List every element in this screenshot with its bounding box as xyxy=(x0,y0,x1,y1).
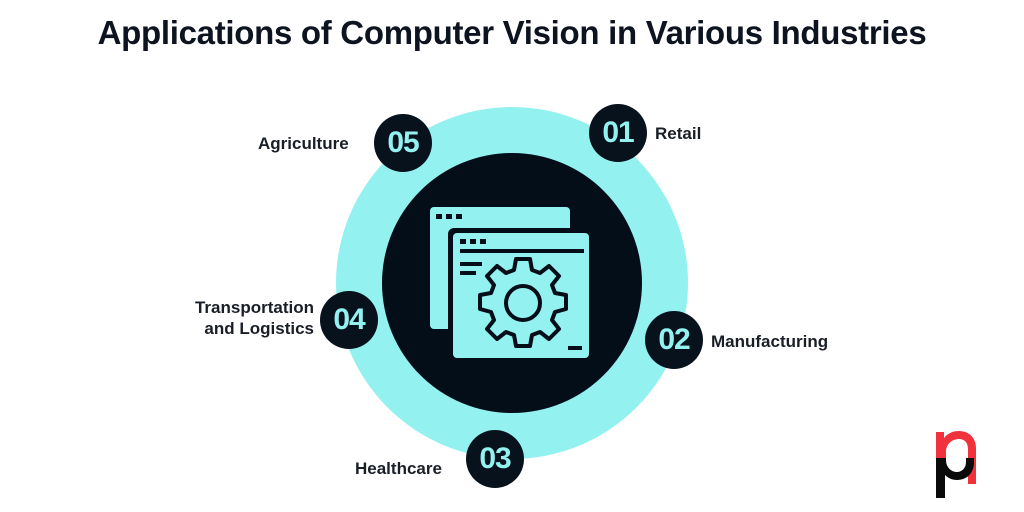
badge-01: 01 xyxy=(589,104,647,162)
badge-02: 02 xyxy=(645,311,703,369)
label-transportation-line1: Transportation xyxy=(194,298,314,317)
pn-logo-icon xyxy=(936,431,976,498)
label-transportation-line2: and Logistics xyxy=(204,319,314,338)
label-healthcare: Healthcare xyxy=(355,459,442,478)
browser-windows-gear-icon xyxy=(430,207,590,363)
badge-05: 05 xyxy=(374,114,432,172)
badge-03: 03 xyxy=(466,430,524,488)
label-transportation: Transportation and Logistics xyxy=(172,297,314,339)
label-manufacturing: Manufacturing xyxy=(711,332,829,351)
page-title: Applications of Computer Vision in Vario… xyxy=(97,14,927,51)
label-agriculture: Agriculture xyxy=(258,134,349,153)
badge-04: 04 xyxy=(320,291,378,349)
label-retail: Retail xyxy=(655,124,702,143)
